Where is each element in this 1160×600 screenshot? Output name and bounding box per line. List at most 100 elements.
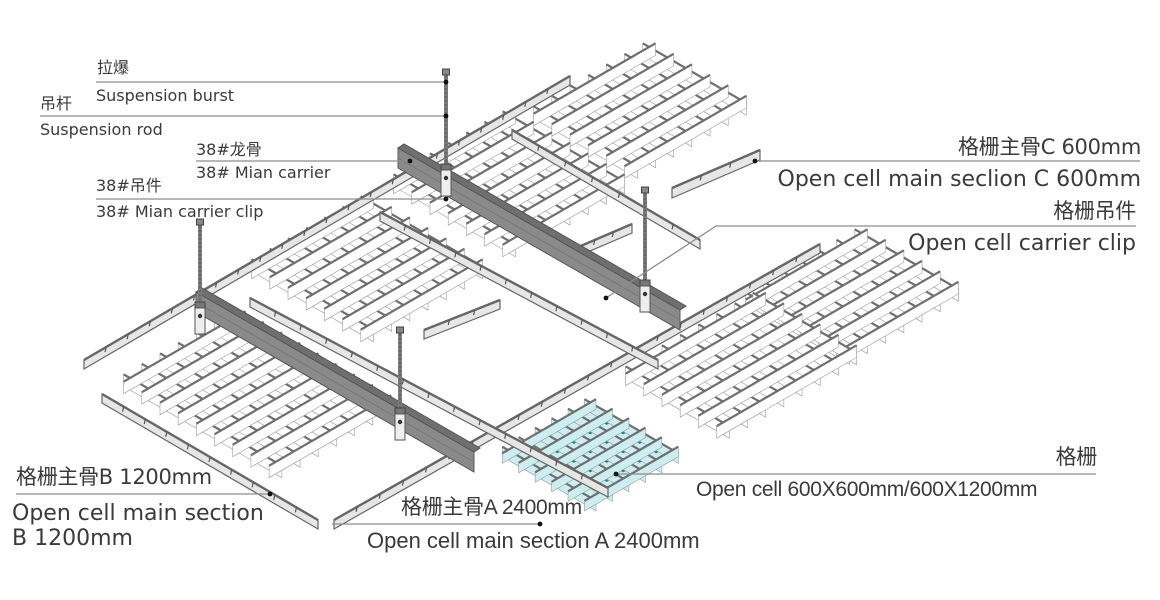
rail-notch	[564, 161, 567, 167]
rail-notch	[504, 279, 507, 285]
rail-body	[671, 149, 761, 199]
leader-anchor-dot	[443, 79, 449, 85]
label-suspension-burst-en: Suspension burst	[96, 86, 235, 105]
rail-top-edge	[671, 148, 761, 190]
carrier-crease	[195, 301, 475, 463]
rail-top-edge	[575, 222, 633, 250]
anchor-bolt-icon	[396, 326, 404, 334]
main-section-b-rail-mid	[249, 296, 609, 498]
rail-notch	[347, 204, 350, 211]
grid-bar	[624, 94, 747, 168]
leader-anchor-dot	[443, 113, 449, 119]
rail-notch	[237, 269, 240, 275]
rail-top-edge	[379, 210, 659, 362]
main-section-b-rail-left	[101, 392, 319, 531]
carrier-clip-plate	[394, 413, 406, 441]
rail-notch	[435, 153, 439, 159]
grid-bar	[342, 247, 465, 321]
rail-notch	[555, 460, 558, 466]
rail-notch	[610, 362, 613, 368]
rail-notch	[590, 177, 594, 183]
grid-bar	[799, 259, 923, 333]
grid-bar	[583, 398, 679, 455]
rail-notch	[502, 114, 505, 120]
rail-notch	[656, 335, 659, 342]
open-cell-grid-panels	[123, 42, 959, 512]
rail-notch	[273, 311, 277, 317]
rail-notch	[186, 444, 189, 450]
rail-body	[423, 299, 501, 340]
clip-hole	[443, 175, 449, 181]
grid-bar	[752, 291, 858, 354]
rail-notch	[214, 282, 218, 288]
suspension-rod-3	[639, 186, 651, 313]
anchor-bolt-icon	[442, 68, 450, 76]
carrier-clip-plate	[194, 307, 206, 335]
rail-notch	[454, 252, 457, 258]
rail-notch	[631, 346, 634, 352]
grid-bar	[817, 270, 941, 343]
rail-notch	[772, 270, 775, 276]
label-main-section-c-en: Open cell main seclion C 600mm	[777, 167, 1141, 192]
rail-notch	[580, 319, 583, 325]
grid-bar	[305, 226, 429, 300]
label-main-carrier-zh: 38#龙骨	[196, 140, 262, 159]
main-section-c-rail-center	[423, 298, 501, 340]
rail-notch	[537, 145, 540, 151]
rail-notch	[524, 101, 527, 107]
rail-notch	[378, 493, 381, 499]
rail-notch	[281, 243, 284, 249]
rail-notch	[580, 474, 584, 480]
label-main-section-b-en2: B 1200mm	[12, 526, 133, 551]
rail-notch	[143, 419, 146, 425]
grid-bar	[605, 84, 729, 157]
rail-notch	[122, 406, 125, 412]
grid-bar	[763, 238, 887, 312]
rail-notch	[126, 334, 129, 340]
grid-bar	[587, 73, 711, 147]
rail-notch	[593, 239, 596, 246]
label-open-cell-en: Open cell 600X600mm/600X1200mm	[696, 478, 1038, 501]
rail-notch	[303, 230, 306, 237]
open-cell-grid-right-lower	[625, 291, 858, 439]
grid-bar	[642, 42, 747, 105]
rail-notch	[259, 256, 262, 262]
clip-hole	[642, 291, 648, 297]
nut	[440, 163, 452, 171]
rail-notch	[170, 308, 173, 314]
grid-bar	[551, 52, 675, 126]
main-section-b-rail-center	[379, 210, 659, 370]
rail-notch	[403, 225, 406, 231]
carrier-clip-plate	[440, 169, 452, 197]
main-section-b-rail-upper	[511, 128, 701, 251]
rail-notch	[729, 162, 732, 168]
leader-anchor-dot	[407, 158, 413, 164]
rail-notch	[699, 175, 702, 181]
rail-notch	[452, 406, 456, 412]
rail-notch	[148, 321, 151, 327]
carrier-flange	[397, 143, 687, 311]
rail-notch	[504, 433, 507, 439]
main-section-rails	[83, 74, 821, 531]
rail-notch	[479, 265, 482, 271]
grid-bar	[854, 228, 959, 291]
leader-anchor-dot	[443, 196, 449, 202]
rail-top-edge	[423, 298, 501, 332]
leader-anchor-dot	[613, 471, 619, 477]
nut	[394, 407, 406, 415]
rail-notch	[671, 224, 674, 230]
grid-bar	[287, 216, 411, 289]
clip-hole	[397, 419, 403, 425]
grid-bar	[745, 228, 869, 301]
label-main-section-b-en: Open cell main section	[12, 501, 264, 526]
rail-notch	[605, 332, 609, 339]
label-main-section-a-zh: 格栅主骨A 2400mm	[401, 496, 582, 519]
label-main-section-b-zh: 格栅主骨B 1200mm	[16, 465, 212, 489]
rail-notch	[355, 506, 358, 512]
rail-notch	[795, 257, 798, 263]
anchor-bolt-icon	[641, 186, 649, 194]
nut	[194, 301, 206, 309]
label-main-carrier-en: 38# Mian carrier	[196, 163, 331, 182]
rail-notch	[376, 365, 379, 371]
